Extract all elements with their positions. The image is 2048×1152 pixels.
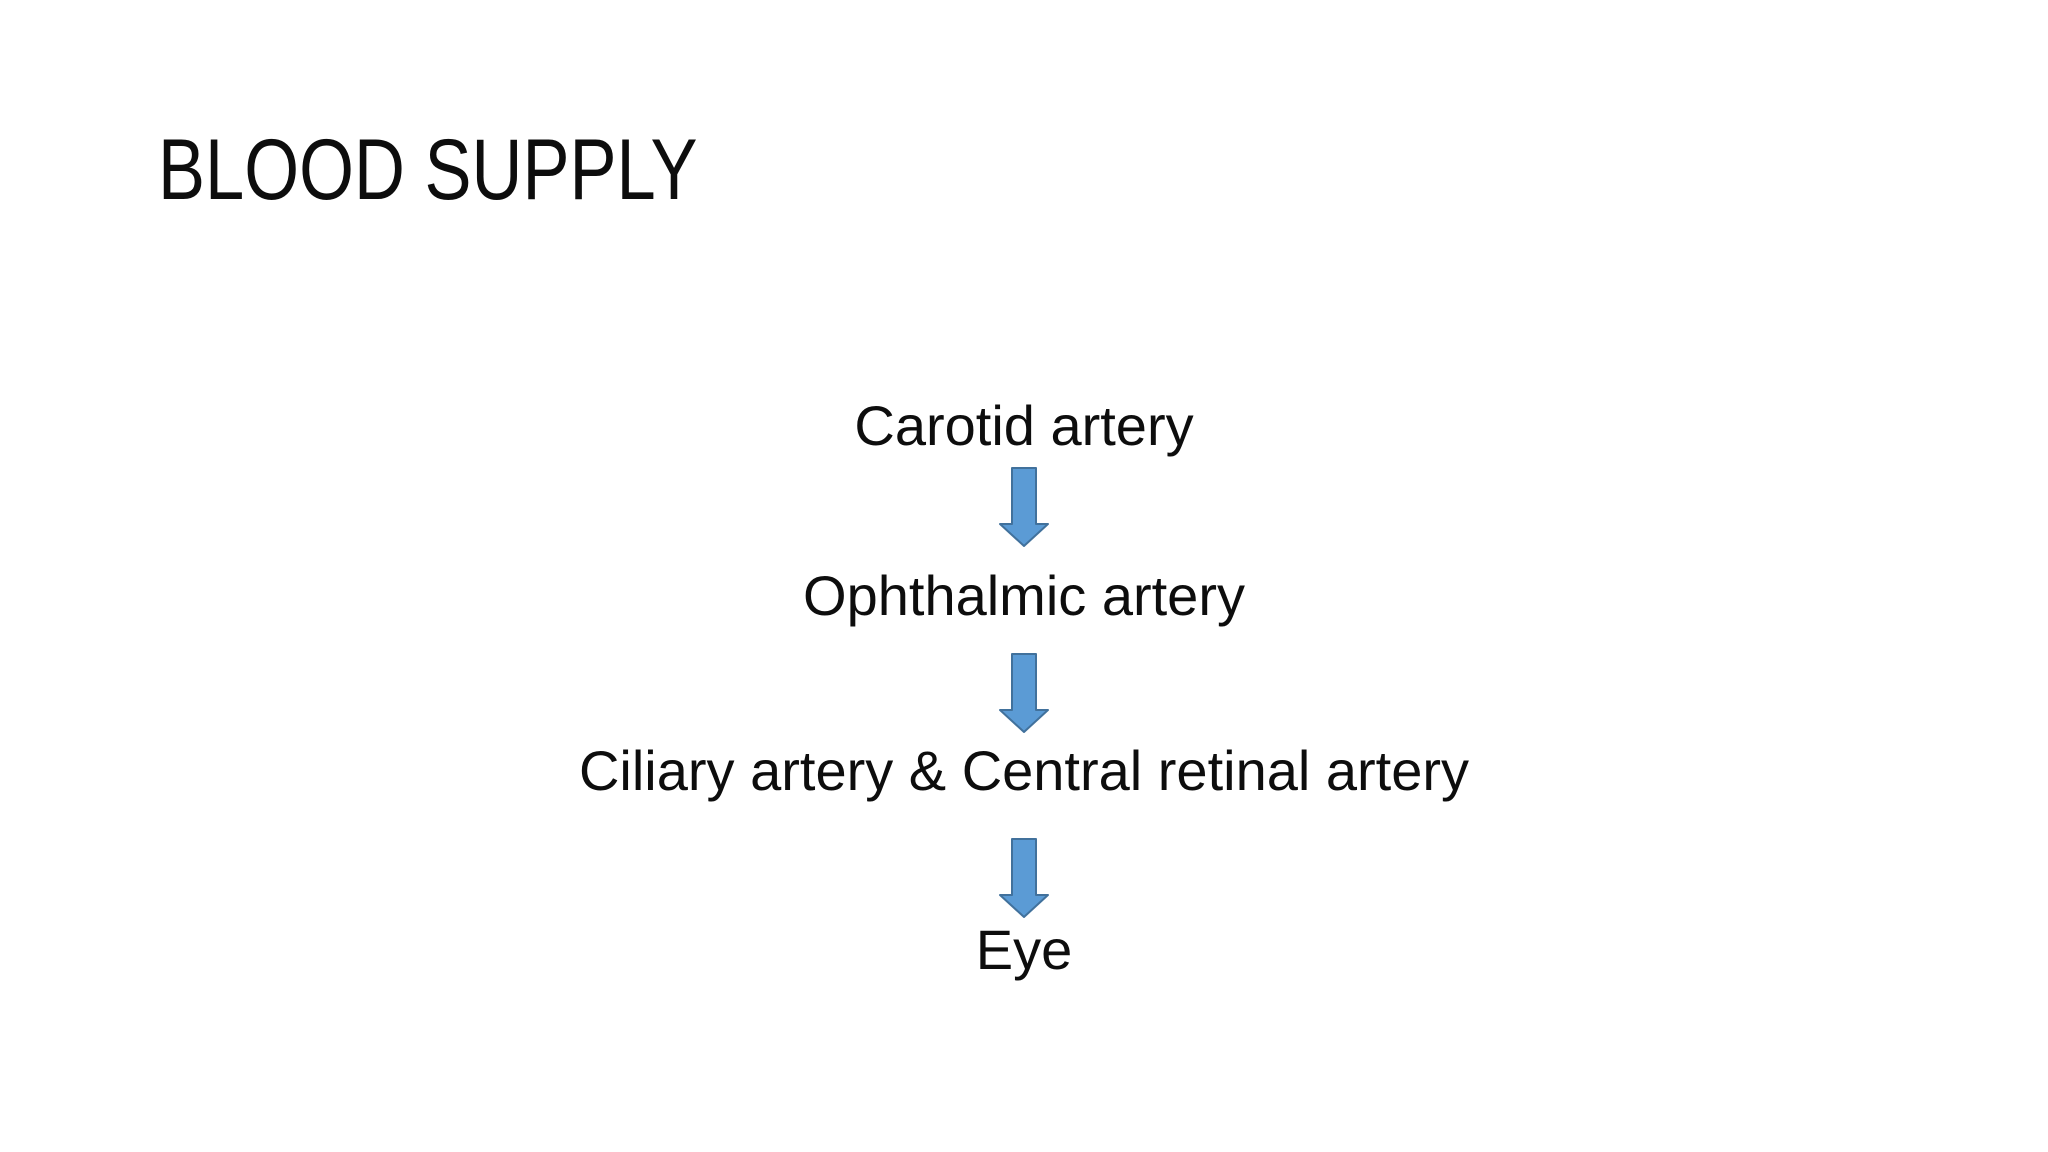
down-arrow-shape xyxy=(999,653,1049,733)
down-arrow-icon xyxy=(999,838,1049,918)
flow-node-ciliary-central-retinal-artery: Ciliary artery & Central retinal artery xyxy=(578,739,1470,802)
down-arrow-icon xyxy=(999,653,1049,733)
down-arrow-shape xyxy=(999,838,1049,918)
flow-node-ophthalmic-artery: Ophthalmic artery xyxy=(803,564,1245,627)
flow-diagram: Carotid artery Ophthalmic artery Ciliary… xyxy=(0,390,2048,986)
down-arrow-icon xyxy=(999,467,1049,547)
flow-node-carotid-artery: Carotid artery xyxy=(854,394,1194,457)
slide-title: BLOOD SUPPLY xyxy=(158,122,698,218)
down-arrow-shape xyxy=(999,467,1049,547)
flow-node-eye: Eye xyxy=(975,918,1073,981)
